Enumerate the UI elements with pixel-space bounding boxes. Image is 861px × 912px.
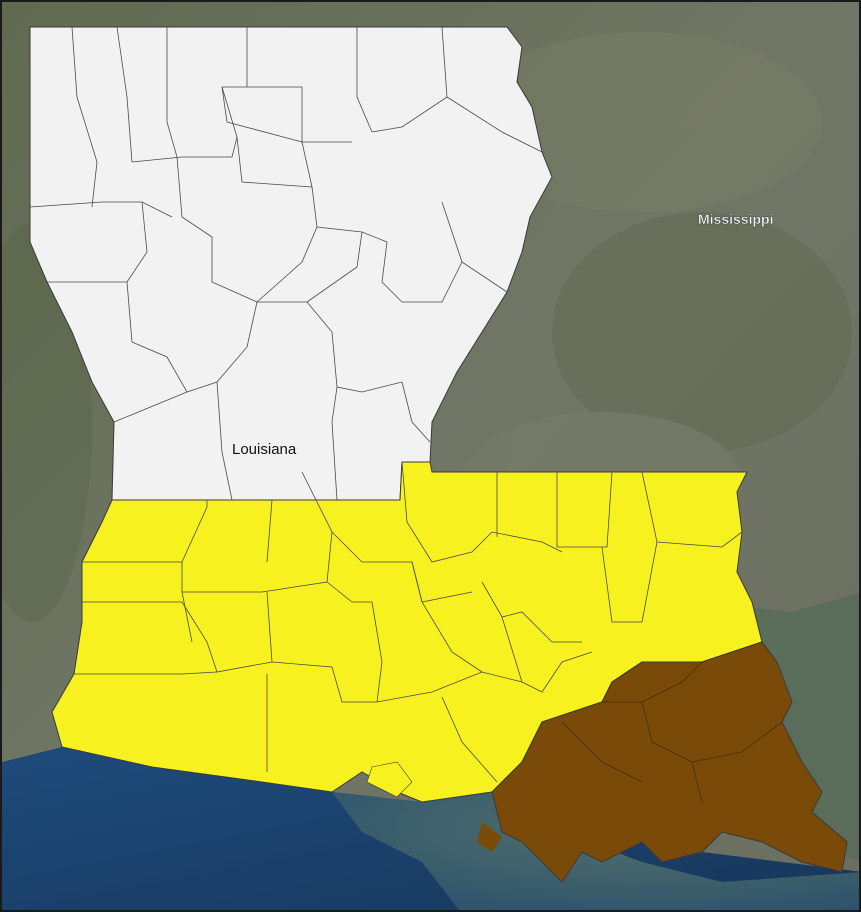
region-southeast-louisiana[interactable] [491,641,848,883]
south-parish-lines [74,461,743,783]
state-label-mississippi: Mississippi [698,211,773,227]
southeast-parish-lines [561,661,783,803]
marsh-fragment [477,822,502,852]
north-parish-lines [29,26,543,501]
marsh-fragment [366,761,413,798]
region-north-louisiana[interactable] [29,26,553,501]
state-label-louisiana: Louisiana [232,441,297,458]
